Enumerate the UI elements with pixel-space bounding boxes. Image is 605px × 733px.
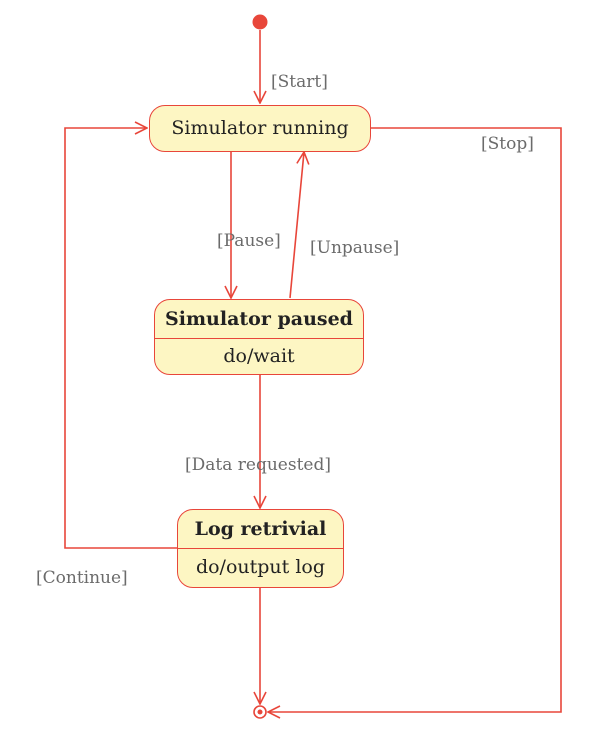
edge-stop — [268, 127, 562, 712]
edge-continue — [64, 128, 177, 549]
label-unpause: [Unpause] — [310, 238, 400, 258]
state-name: Simulator running — [171, 117, 349, 139]
state-activity: do/output log — [195, 556, 326, 578]
initial-node — [252, 14, 268, 30]
state-divider — [155, 338, 363, 339]
state-name: Simulator paused — [165, 308, 353, 330]
label-pause: [Pause] — [217, 231, 281, 251]
state-divider — [178, 548, 343, 549]
label-data-requested: [Data requested] — [185, 455, 331, 475]
label-continue: [Continue] — [36, 568, 128, 588]
state-activity: do/wait — [223, 345, 295, 367]
state-log-retrivial: Log retrivial do/output log — [177, 509, 344, 588]
state-name: Log retrivial — [194, 518, 327, 540]
label-start: [Start] — [271, 72, 328, 92]
state-simulator-paused: Simulator paused do/wait — [154, 299, 364, 375]
final-node — [253, 705, 267, 719]
state-simulator-running: Simulator running — [149, 105, 371, 152]
edge-unpause — [289, 152, 304, 299]
label-stop: [Stop] — [481, 134, 534, 154]
